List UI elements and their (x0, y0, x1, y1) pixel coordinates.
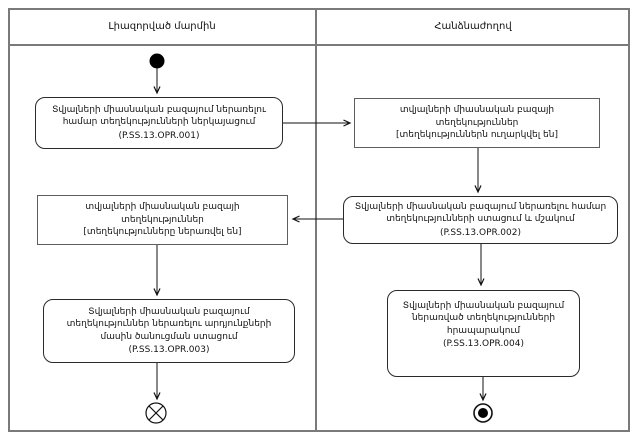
initial-node-icon (149, 53, 165, 69)
object-state: [տեղեկություններն ուղարկվել են] (396, 130, 558, 141)
activity-receive-results-notification: Տվյալների միասնական բազայում տեղեկությու… (43, 299, 295, 363)
lane-title-label: Լիազորված մարմին (108, 20, 216, 32)
object-db-information-included: տվյալների միասնական բազայի տեղեկությունն… (37, 195, 288, 245)
object-db-information-sent: տվյալների միասնական բազայի տեղեկությունն… (354, 98, 600, 148)
object-label: տվյալների միասնական բազայի տեղեկությունն… (399, 105, 555, 128)
swimlane-header-rule (8, 44, 630, 46)
activity-code: (P.SS.13.OPR.002) (440, 227, 521, 238)
swimlane-title-commission: Հանձնաժողով (318, 10, 628, 42)
activity-submit-information: Տվյալների միասնական բազայում ներառելու հ… (35, 97, 283, 149)
object-state: [տեղեկությունները ներառվել են] (83, 227, 242, 238)
activity-label: Տվյալների միասնական բազայում ներառելու հ… (52, 104, 266, 128)
activity-label: Տվյալների միասնական բազայում տեղեկությու… (66, 306, 272, 342)
activity-publish-information: Տվյալների միասնական բազայում ներառված տե… (387, 290, 580, 377)
swimlane-divider (315, 8, 317, 432)
swimlane-title-authorized-body: Լիազորված մարմին (10, 10, 314, 42)
activity-code: (P.SS.13.OPR.001) (118, 130, 200, 141)
activity-receive-process-information: Տվյալների միասնական բազայում ներառելու հ… (343, 196, 618, 244)
activity-final-node-icon (473, 403, 493, 423)
activity-code: (P.SS.13.OPR.003) (128, 344, 210, 355)
object-label: տվյալների միասնական բազայի տեղեկությունն… (85, 202, 240, 225)
flow-final-node-icon (145, 402, 167, 424)
activity-label: Տվյալների միասնական բազայում ներառելու հ… (354, 201, 607, 225)
lane-title-label: Հանձնաժողով (434, 20, 512, 32)
activity-label: Տվյալների միասնական բազայում ներառված տե… (402, 301, 565, 336)
activity-code: (P.SS.13.OPR.004) (443, 339, 524, 350)
